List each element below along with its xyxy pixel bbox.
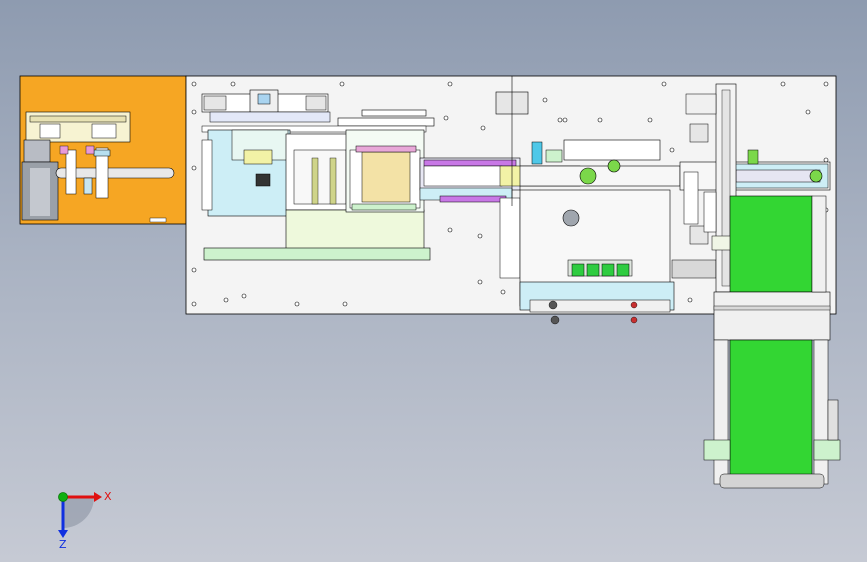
conveyor-frame-block [713, 291, 831, 341]
gear-motor-head [23, 139, 51, 163]
coordinate-triad: X Z Y [58, 490, 112, 551]
conveyor-belt-lower [729, 339, 813, 481]
sensor-block[interactable] [567, 259, 633, 277]
feed-module[interactable] [201, 125, 431, 261]
timing-belt [55, 167, 175, 179]
belt-conveyor[interactable] [703, 195, 841, 489]
motor-module[interactable] [19, 75, 187, 225]
mounting-holes [191, 81, 829, 307]
y-axis-dot [58, 492, 68, 502]
conveyor-belt-upper [729, 195, 813, 293]
x-axis-label: X [104, 490, 112, 503]
z-axis-label: Z [59, 538, 67, 551]
top-slide-assembly[interactable] [201, 89, 435, 127]
linear-transfer-track[interactable] [419, 76, 681, 307]
